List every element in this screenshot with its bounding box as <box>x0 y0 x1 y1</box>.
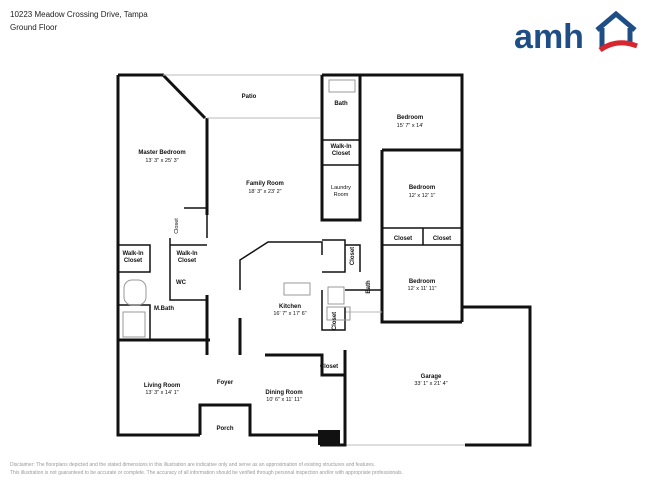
room-dimensions: 15' 7" x 14' <box>397 123 424 129</box>
room-label: Bedroom <box>409 279 435 285</box>
room-label: Bath <box>366 280 372 294</box>
svg-text:amh: amh <box>514 18 584 54</box>
room-master-bedroom: Master Bedroom 13' 3" x 25' 3" <box>138 150 185 164</box>
room-label: Closet <box>350 247 356 265</box>
room-label: Porch <box>216 426 233 432</box>
room-dimensions: 12' x 11' 11" <box>408 286 437 292</box>
room-dimensions: 13' 3" x 14' 1" <box>145 390 178 396</box>
property-address: 10223 Meadow Crossing Drive, Tampa <box>10 10 148 19</box>
room-dimensions: 16' 7" x 17' 6" <box>273 311 306 317</box>
room-label: Garage <box>421 374 442 380</box>
room-label: Closet <box>178 258 196 264</box>
room-label: Family Room <box>246 181 284 187</box>
room-closet-small: Closet <box>174 218 180 234</box>
amh-logo: amh <box>514 10 638 54</box>
room-master-bath: M.Bath <box>154 306 174 312</box>
room-bedroom-1: Bedroom 15' 7" x 14' <box>397 115 424 129</box>
room-label: Kitchen <box>279 304 301 310</box>
room-bedroom-2: Bedroom 12' x 12' 1" <box>409 185 436 199</box>
room-label: Closet <box>332 151 350 157</box>
room-label: Bedroom <box>397 115 423 121</box>
room-label: M.Bath <box>154 306 174 312</box>
room-label: Closet <box>124 258 142 264</box>
room-dimensions: Closet <box>174 218 180 234</box>
room-label: Bedroom <box>409 185 435 191</box>
room-dimensions: 10' 6" x 11' 11" <box>266 397 302 403</box>
room-family-room: Family Room 18' 3" x 23' 2" <box>246 181 284 195</box>
room-closet-foyer: Closet <box>320 364 338 370</box>
room-label: Dining Room <box>265 390 302 396</box>
room-dimensions: 18' 3" x 23' 2" <box>248 189 281 195</box>
room-patio: Patio <box>242 94 257 100</box>
room-label: Living Room <box>144 383 180 389</box>
room-bath-1: Bath <box>334 101 348 107</box>
room-label: Closet <box>433 236 451 242</box>
room-closet-kitchen: Closet <box>350 247 356 265</box>
room-closet-a: Closet <box>394 236 412 242</box>
room-label: Closet <box>332 312 338 330</box>
room-label: Bath <box>334 101 348 107</box>
room-label: Closet <box>394 236 412 242</box>
room-dimensions: 12' x 12' 1" <box>409 193 436 199</box>
disclaimer-line-2: This illustration is not guaranteed to b… <box>10 470 403 476</box>
room-closet-b: Closet <box>433 236 451 242</box>
room-porch: Porch <box>216 426 233 432</box>
room-dimensions: 13' 3" x 25' 3" <box>145 158 178 164</box>
room-label: WC <box>176 280 187 286</box>
room-label: Walk-In <box>122 251 143 257</box>
room-wc: WC <box>176 280 187 286</box>
room-dimensions: Room <box>334 192 349 198</box>
room-bath-2: Bath <box>366 280 372 294</box>
floor-label: Ground Floor <box>10 23 58 32</box>
room-dimensions: Laundry <box>331 185 351 191</box>
room-label: Walk-In <box>330 144 351 150</box>
room-label: Master Bedroom <box>138 150 185 156</box>
room-foyer: Foyer <box>217 380 234 386</box>
walls <box>116 73 532 447</box>
room-label: Patio <box>242 94 257 100</box>
room-dimensions: 33' 1" x 21' 4" <box>414 381 447 387</box>
room-label: Foyer <box>217 380 234 386</box>
disclaimer-line-1: Disclaimer: The floorplans depicted and … <box>10 462 376 468</box>
room-label: Walk-In <box>176 251 197 257</box>
room-label: Closet <box>320 364 338 370</box>
room-closet-kitchen-2: Closet <box>332 312 338 330</box>
